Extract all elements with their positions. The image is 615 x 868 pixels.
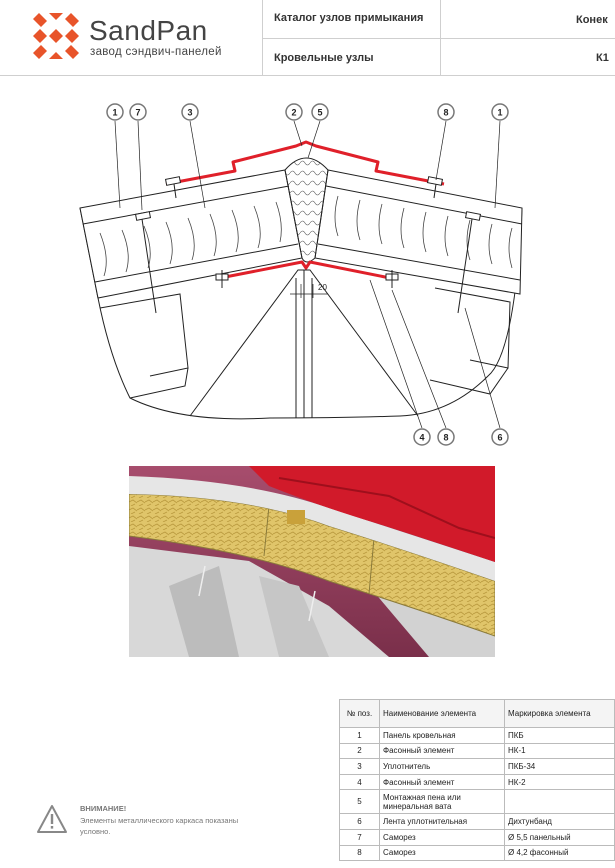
warning-title: ВНИМАНИЕ! — [80, 804, 127, 813]
column-header: Наименование элемента — [379, 699, 505, 728]
svg-text:8: 8 — [443, 433, 448, 443]
svg-text:5: 5 — [317, 108, 322, 118]
element-name: Саморез — [379, 844, 505, 862]
row-number: 3 — [339, 758, 380, 775]
callout-4: 4 — [413, 428, 431, 446]
brand-tagline: завод сэндвич-панелей — [90, 46, 222, 58]
row-number: 7 — [339, 828, 380, 846]
specification-table: № поз. Наименование элемента Маркировка … — [339, 699, 615, 862]
row-number: 4 — [339, 773, 380, 791]
table-row: 6 Лента уплотнительная Дихтунбанд — [339, 813, 615, 830]
callout-7: 7 — [129, 103, 147, 121]
callout-3: 3 — [181, 103, 199, 121]
table-row: 4 Фасонный элемент НК-2 — [339, 773, 615, 791]
warning-text: Элементы металлического каркаса показаны… — [80, 816, 239, 836]
column-header: № поз. — [339, 699, 380, 728]
element-mark: Дихтунбанд — [504, 813, 615, 830]
row-number: 8 — [339, 844, 380, 862]
callout-6: 6 — [491, 428, 509, 446]
ridge-detail-drawing: 20 1 7 3 2 5 8 1 4 8 6 — [79, 103, 523, 446]
row-number: 5 — [339, 789, 380, 815]
brand-logo: SandPan завод сэндвич-панелей — [33, 13, 263, 63]
element-name: Саморез — [379, 828, 505, 846]
element-mark — [504, 789, 615, 815]
element-mark: НК-1 — [504, 742, 615, 760]
element-name: Лента уплотнительная — [379, 813, 505, 830]
table-header-row: № поз. Наименование элемента Маркировка … — [339, 699, 615, 728]
callout-2: 2 — [285, 103, 303, 121]
element-mark: ПКБ — [504, 727, 615, 744]
table-row: 1 Панель кровельная ПКБ — [339, 727, 615, 744]
element-mark: Ø 4,2 фасонный — [504, 844, 615, 862]
svg-text:3: 3 — [187, 108, 192, 118]
element-name: Уплотнитель — [379, 758, 505, 775]
element-mark: Ø 5,5 панельный — [504, 828, 615, 846]
svg-text:7: 7 — [135, 108, 140, 118]
header-divider — [262, 38, 615, 39]
dimension-label: 20 — [318, 283, 327, 292]
svg-text:2: 2 — [291, 108, 296, 118]
svg-text:1: 1 — [112, 108, 117, 118]
element-mark: НК-2 — [504, 773, 615, 791]
page-header: SandPan завод сэндвич-панелей Каталог уз… — [0, 0, 615, 76]
section-label: Кровельные узлы — [274, 52, 374, 64]
element-name: Фасонный элемент — [379, 773, 505, 791]
callout-1: 1 — [491, 103, 509, 121]
sandpan-logo-icon — [33, 13, 79, 59]
svg-text:6: 6 — [497, 433, 502, 443]
table-row: 8 Саморез Ø 4,2 фасонный — [339, 844, 615, 862]
brand-name: SandPan — [89, 15, 208, 46]
ridge-3d-render — [129, 466, 495, 657]
callout-1: 1 — [106, 103, 124, 121]
table-row: 5 Монтажная пена или минеральная вата — [339, 789, 615, 815]
row-number: 2 — [339, 742, 380, 760]
callout-8: 8 — [437, 428, 455, 446]
table-row: 3 Уплотнитель ПКБ-34 — [339, 758, 615, 775]
element-name: Фасонный элемент — [379, 742, 505, 760]
element-mark: ПКБ-34 — [504, 758, 615, 775]
svg-text:8: 8 — [443, 108, 448, 118]
table-row: 2 Фасонный элемент НК-1 — [339, 742, 615, 760]
element-name: Монтажная пена или минеральная вата — [379, 789, 505, 815]
svg-text:1: 1 — [497, 108, 502, 118]
row-number: 6 — [339, 813, 380, 830]
callout-5: 5 — [311, 103, 329, 121]
table-row: 7 Саморез Ø 5,5 панельный — [339, 828, 615, 846]
row-number: 1 — [339, 727, 380, 744]
column-header: Маркировка элемента — [504, 699, 615, 728]
warning-triangle-icon — [37, 805, 67, 833]
node-name: Конек — [576, 14, 608, 26]
svg-text:4: 4 — [419, 433, 424, 443]
warning-note: ВНИМАНИЕ! Элементы металлического каркас… — [36, 802, 238, 842]
callout-8: 8 — [437, 103, 455, 121]
catalog-label: Каталог узлов примыкания — [274, 12, 424, 24]
node-code: К1 — [596, 52, 609, 64]
element-name: Панель кровельная — [379, 727, 505, 744]
